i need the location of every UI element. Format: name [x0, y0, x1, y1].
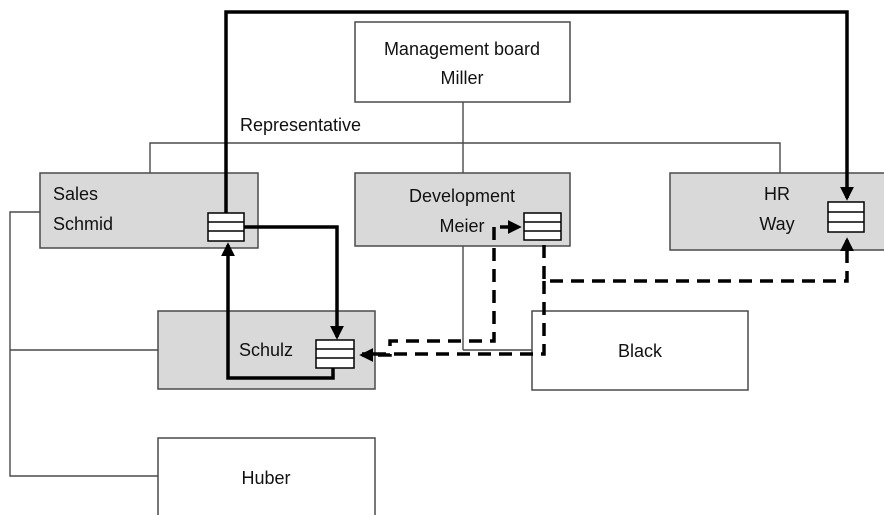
solid-flow-arrows — [221, 10, 854, 380]
management-board-box — [354, 21, 571, 103]
connector-representative-bus — [149, 142, 781, 173]
hr-person: Way — [759, 214, 794, 234]
black-box — [531, 310, 749, 391]
schulz-label: Schulz — [239, 340, 293, 360]
inbox-icon — [207, 212, 245, 242]
management-board-person: Miller — [441, 68, 484, 88]
arrow-schulz-to-sales — [221, 242, 335, 380]
connector-sales-left-spine — [9, 211, 158, 477]
org-connectors — [9, 102, 781, 477]
inbox-icon — [827, 201, 865, 233]
sales-person: Schmid — [53, 214, 113, 234]
development-title: Development — [409, 186, 515, 206]
arrow-sales-to-schulz — [244, 225, 344, 340]
black-label: Black — [618, 341, 663, 361]
arrow-sales-to-hr — [224, 10, 854, 213]
management-board-title: Management board — [384, 39, 540, 59]
inbox-icon — [315, 339, 355, 369]
huber-box — [157, 437, 376, 515]
hr-title: HR — [764, 184, 790, 204]
huber-label: Huber — [241, 468, 290, 488]
dashed-flow-arrows — [359, 220, 854, 362]
dashed-arrow-black-to-schulz — [362, 281, 546, 356]
sales-title: Sales — [53, 184, 98, 204]
representative-label: Representative — [240, 115, 361, 135]
dashed-arrow-hr-link — [542, 237, 854, 283]
development-person: Meier — [439, 216, 484, 236]
inbox-icon — [523, 212, 562, 241]
